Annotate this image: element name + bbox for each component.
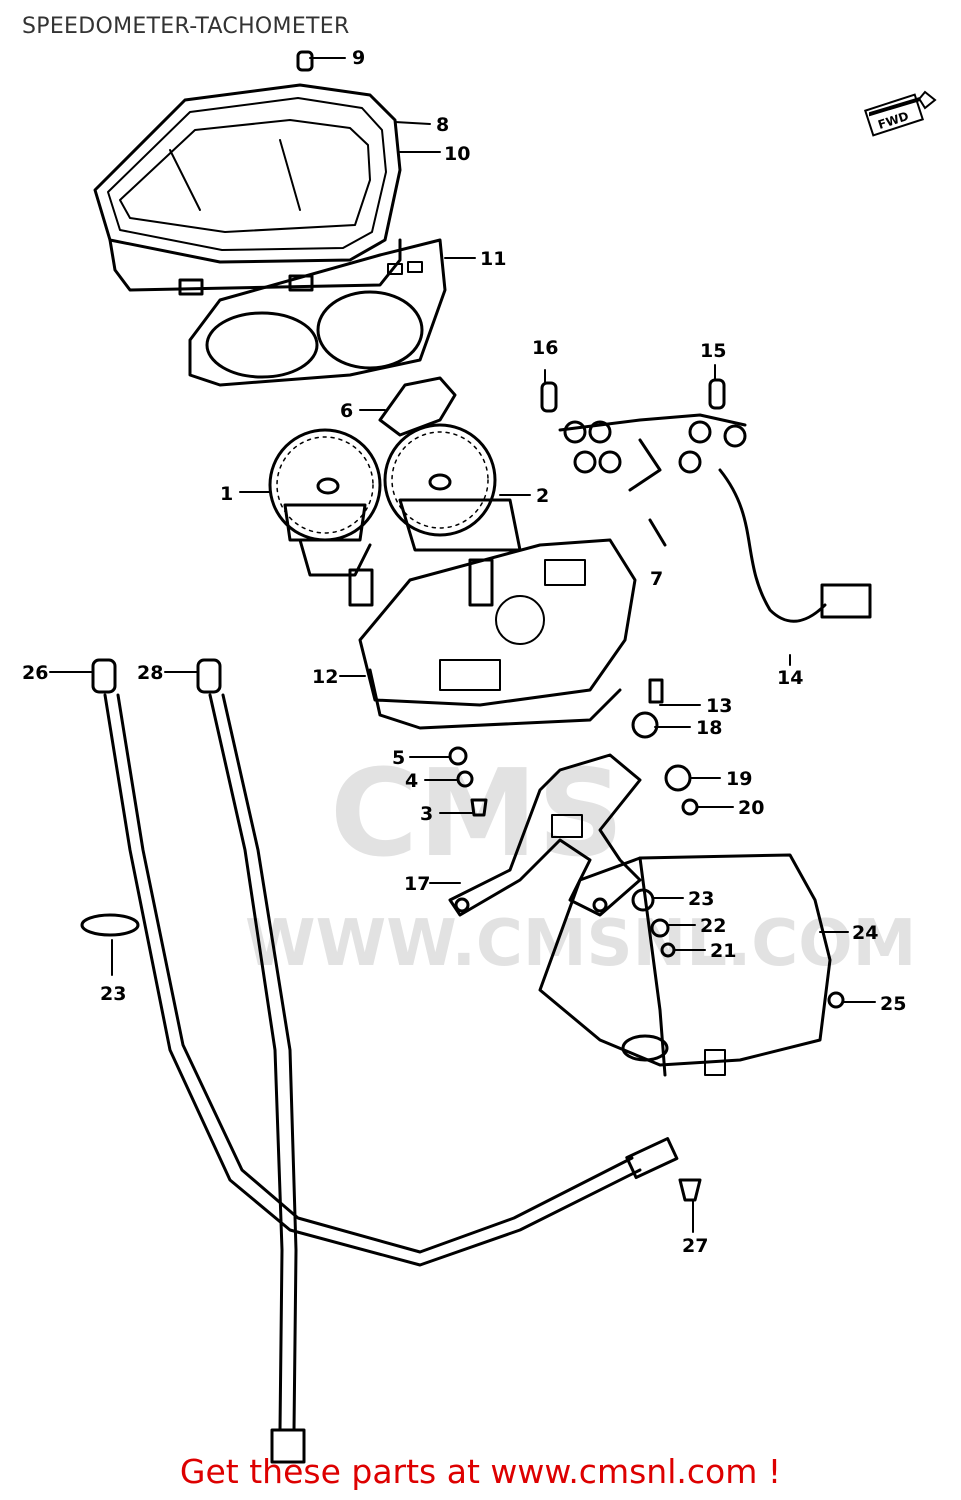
- callout-23: 23: [688, 888, 714, 910]
- tachometer: [383, 423, 522, 607]
- watermark: CMS WWW.CMSNL.COM: [245, 745, 916, 981]
- grommet-23: [631, 888, 655, 912]
- meter-panel: [188, 238, 447, 387]
- callout-3: 3: [420, 803, 433, 825]
- washer-22: [650, 918, 670, 938]
- callout-9: 9: [352, 47, 365, 69]
- callout-4: 4: [405, 770, 418, 792]
- callout-labels: 9 8 10 11 16 15 6 1 2 7 14 12 26 28 13 1…: [22, 47, 906, 1257]
- bracket-6: [378, 376, 457, 437]
- diagram-title: SPEEDOMETER-TACHOMETER: [22, 14, 350, 39]
- callout-24: 24: [852, 922, 878, 944]
- callout-22: 22: [700, 915, 726, 937]
- bolt-25: [827, 991, 845, 1009]
- callout-1: 1: [220, 483, 233, 505]
- callout-15: 15: [700, 340, 726, 362]
- callout-13: 13: [706, 695, 732, 717]
- callout-5: 5: [392, 747, 405, 769]
- meter-cover: [93, 83, 402, 296]
- callout-18: 18: [696, 717, 722, 739]
- callout-8: 8: [436, 114, 449, 136]
- callout-11: 11: [480, 248, 506, 270]
- washer-19: [664, 764, 692, 792]
- screw-27: [678, 1178, 702, 1202]
- callout-17: 17: [404, 873, 430, 895]
- mounting-bracket: [448, 753, 642, 917]
- screw-13: [648, 678, 664, 704]
- grommet-18: [631, 711, 659, 739]
- callout-25: 25: [880, 993, 906, 1015]
- callout-27: 27: [682, 1235, 708, 1257]
- callout-23-clip: 23: [100, 983, 126, 1005]
- wiring-harness: [540, 378, 872, 623]
- callout-6: 6: [340, 400, 353, 422]
- screw-9: [296, 50, 314, 72]
- tachometer-cable: [196, 658, 306, 1464]
- callout-14: 14: [777, 667, 803, 689]
- callout-12: 12: [312, 666, 338, 688]
- bolt-3: [470, 798, 488, 817]
- speedometer-cable: [91, 658, 679, 1267]
- callout-7: 7: [650, 568, 663, 590]
- fwd-arrow: FWD: [863, 90, 937, 137]
- callout-21: 21: [710, 940, 736, 962]
- callout-19: 19: [726, 768, 752, 790]
- leader-lines: [49, 57, 876, 1233]
- meter-case: [358, 538, 637, 730]
- watermark-url: WWW.CMSNL.COM: [245, 907, 916, 981]
- cable-clip-23: [80, 913, 140, 937]
- footer-link-text[interactable]: Get these parts at www.cmsnl.com !: [179, 1452, 782, 1491]
- nut-20: [681, 798, 699, 816]
- speedometer: [268, 428, 382, 607]
- callout-16: 16: [532, 337, 558, 359]
- callout-26: 26: [22, 662, 48, 684]
- callout-2: 2: [536, 485, 549, 507]
- callout-10: 10: [444, 143, 470, 165]
- callout-28: 28: [137, 662, 163, 684]
- callout-20: 20: [738, 797, 764, 819]
